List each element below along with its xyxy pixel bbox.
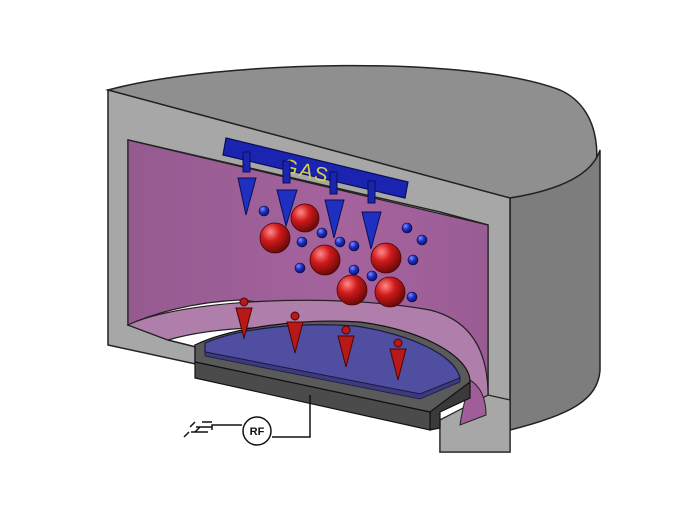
gas-nozzle-4: [367, 180, 376, 204]
electron: [401, 222, 413, 234]
gas-nozzle-3: [329, 171, 338, 195]
electron: [406, 291, 418, 303]
ion: [370, 242, 402, 274]
rf-circuit: [183, 395, 311, 446]
electron: [416, 234, 428, 246]
gas-arrow-2: [276, 189, 298, 228]
electrode-front: [194, 361, 431, 431]
electron: [334, 236, 346, 248]
ion: [374, 276, 406, 308]
ion-arrow-2: [286, 311, 304, 354]
electron: [407, 254, 419, 266]
gas-nozzle-2: [282, 160, 291, 184]
gas-flow-arrows: [237, 177, 382, 250]
electron: [348, 264, 360, 276]
electron: [258, 205, 270, 217]
gas-nozzle-1: [242, 151, 251, 173]
ion-arrows: [235, 297, 407, 381]
ions: [259, 203, 406, 308]
rf-source-icon: [242, 416, 272, 446]
ion-arrow-3: [337, 325, 355, 368]
gas-nozzles: [242, 151, 376, 204]
electron: [296, 236, 308, 248]
chamber-body: [105, 64, 601, 453]
wafer-edge: [204, 351, 461, 400]
ion: [309, 244, 341, 276]
ion-arrow-4: [389, 338, 407, 381]
ion-arrow-1: [235, 297, 253, 340]
gas-arrow-3: [324, 199, 345, 239]
electron: [348, 240, 360, 252]
rf-label: RF: [250, 426, 265, 438]
chamber-right-side: [509, 149, 601, 431]
ion: [259, 222, 291, 254]
ground-symbol-icon: [183, 421, 212, 438]
electrons: [258, 205, 428, 303]
electron: [294, 262, 306, 274]
ion: [336, 274, 368, 306]
gas-manifold-body: [222, 137, 409, 199]
electron: [366, 270, 378, 282]
rf-wire: [272, 395, 311, 438]
rf-wire-left: [211, 424, 242, 430]
ion: [290, 203, 320, 233]
gas-arrow-4: [361, 211, 382, 250]
gas-arrow-1: [237, 177, 257, 216]
gas-manifold: GAS: [222, 137, 409, 204]
electron: [316, 227, 328, 239]
